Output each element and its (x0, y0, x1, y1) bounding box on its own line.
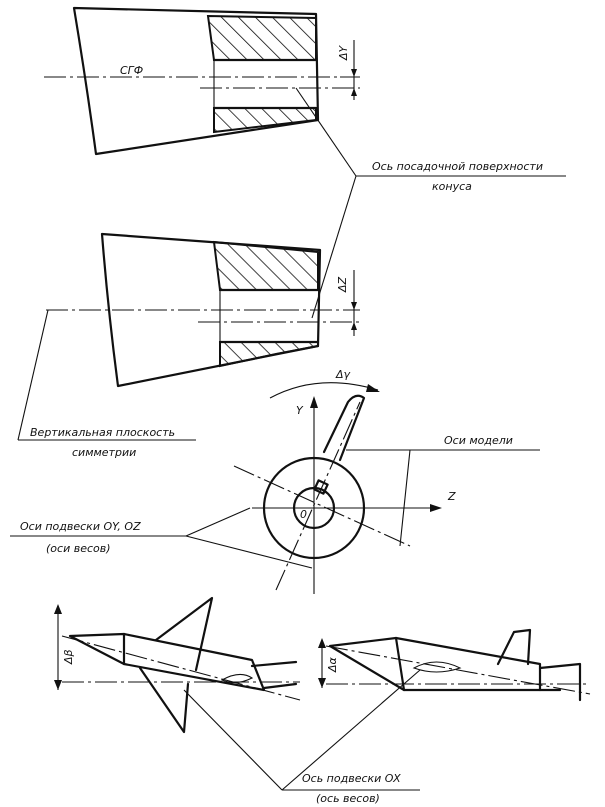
cone-axis-label: Ось посадочной поверхности (372, 160, 543, 173)
axis-y-label: Y (296, 404, 304, 417)
roll-view: Y Z 0 Δγ (233, 368, 456, 594)
delta-z-label: ΔZ (336, 276, 349, 293)
yaw-view: Δβ (54, 596, 301, 734)
suspension-ox-label-2: (ось весов) (316, 792, 380, 805)
sgf-label: СГФ (120, 64, 143, 77)
delta-y-label: ΔY (337, 44, 350, 61)
suspension-axes-label-2: (оси весов) (46, 542, 111, 555)
suspension-axes-label: Оси подвески OY, OZ (20, 520, 141, 533)
suspension-ox-label: Ось подвески OX (302, 772, 401, 785)
delta-gamma-label: Δγ (335, 368, 351, 381)
delta-beta-label: Δβ (62, 649, 75, 665)
cone-section-top: СГФ ΔY (44, 6, 360, 156)
delta-alpha-label: Δα (326, 656, 339, 673)
symmetry-plane-label-2: симметрии (72, 446, 136, 459)
origin-label: 0 (300, 508, 307, 521)
cone-section-middle: ΔZ (46, 232, 360, 388)
model-axes-label: Оси модели (444, 434, 513, 447)
cone-axis-label-2: конуса (432, 180, 472, 193)
symmetry-plane-leader: Вертикальная плоскость симметрии (17, 309, 196, 459)
pitch-view: Δα (318, 628, 591, 702)
symmetry-plane-label: Вертикальная плоскость (30, 426, 175, 439)
suspension-axes-leader: Оси подвески OY, OZ (оси весов) (10, 507, 313, 569)
axis-z-label: Z (447, 490, 456, 503)
suspension-ox-leader: Ось подвески OX (ось весов) (183, 669, 421, 805)
model-axes-leader: Оси модели (346, 434, 540, 547)
